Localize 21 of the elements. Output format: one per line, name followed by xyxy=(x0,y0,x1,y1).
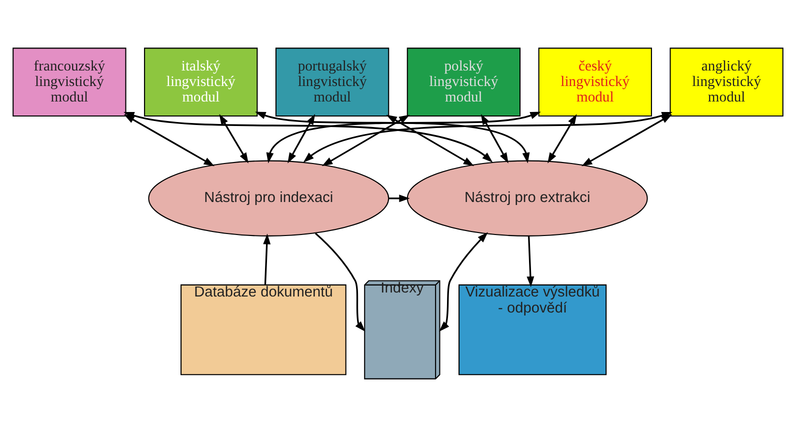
arrow xyxy=(219,113,248,163)
node-box: italský lingvistický modul xyxy=(144,47,258,116)
arrow xyxy=(263,233,271,284)
node-box: polský lingvistický modul xyxy=(406,47,521,116)
node-ellipse: Nástroj pro extrakci xyxy=(406,160,648,236)
arrow xyxy=(526,236,534,287)
arrow xyxy=(288,113,316,163)
arrow xyxy=(548,113,577,163)
arrow xyxy=(322,114,410,166)
node-box: Vizualizace výsledků - odpovědí xyxy=(458,284,607,375)
node-ellipse: Nástroj pro indexaci xyxy=(148,160,390,236)
arrow xyxy=(582,114,672,166)
node-box: portugalský lingvistický modul xyxy=(275,47,390,116)
node-box: Databáze dokumentů xyxy=(180,284,346,375)
arrow xyxy=(388,194,410,202)
arrow xyxy=(386,114,474,166)
arrow xyxy=(314,232,366,332)
node-box: český lingvistický modul xyxy=(538,47,652,116)
arrow xyxy=(439,232,488,332)
node-box: francouzský lingvistický modul xyxy=(12,47,126,116)
node-box: anglický lingvistický modul xyxy=(670,47,784,116)
